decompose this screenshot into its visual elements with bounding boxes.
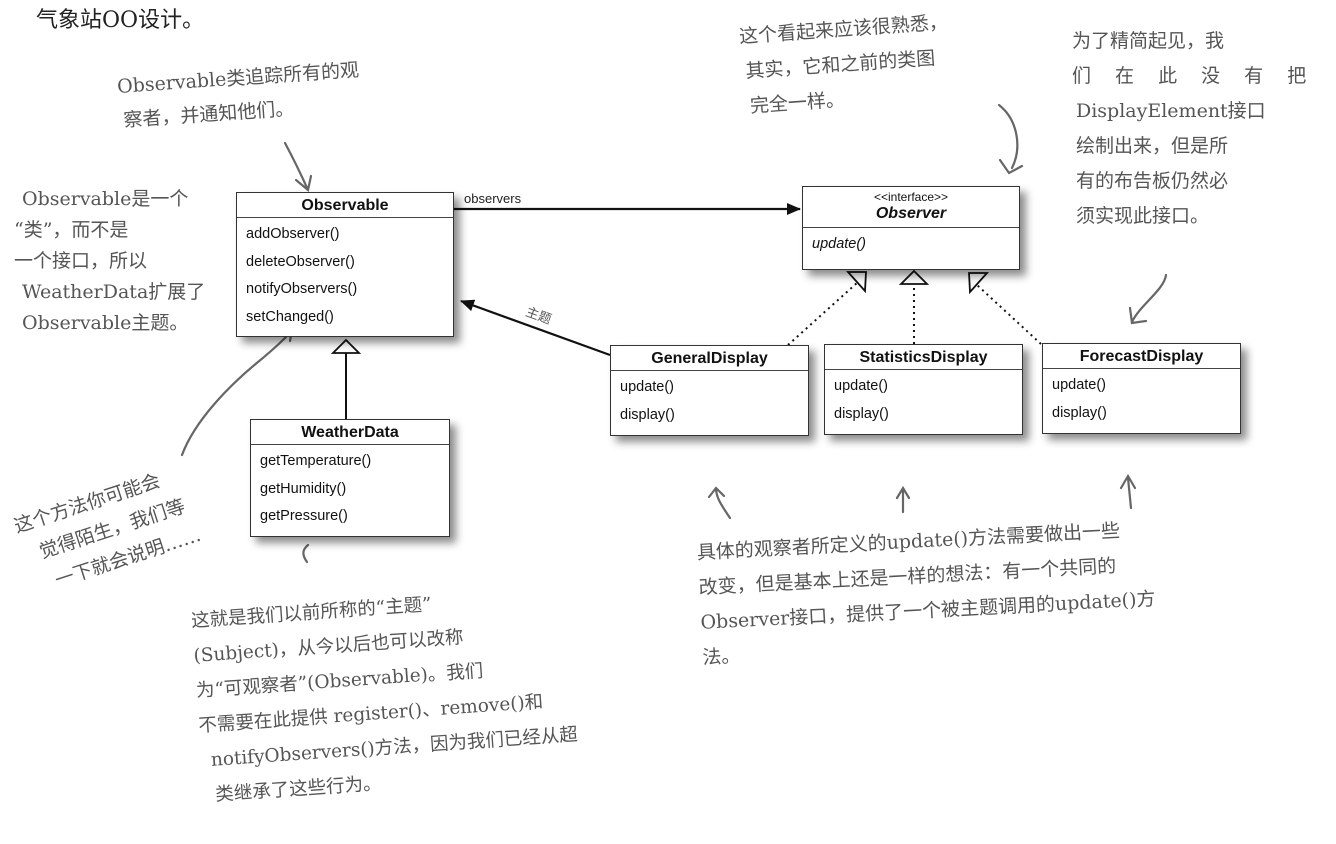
class-name: Observer — [875, 205, 947, 222]
method: notifyObservers() — [246, 281, 358, 297]
method: update() — [1052, 377, 1107, 393]
class-name: StatisticsDisplay — [825, 345, 1022, 370]
annotation-arrow-displayelement — [1128, 273, 1168, 325]
method-list: update() display() — [1043, 369, 1240, 433]
note-observable-is-class: Observable是一个 “类”，而不是 一个接口，所以 WeatherDat… — [14, 184, 205, 339]
class-name: GeneralDisplay — [611, 346, 808, 371]
annotation-arrow-forecast — [1119, 473, 1137, 510]
note-line: 须实现此接口。 — [1076, 205, 1210, 227]
realization-line-general — [787, 281, 859, 346]
annotation-arrow-weatherdata — [302, 543, 310, 564]
class-weatherdata: WeatherData getTemperature() getHumidity… — [250, 419, 450, 537]
class-name: Observable — [237, 193, 453, 218]
class-generaldisplay: GeneralDisplay update() display() — [610, 345, 809, 436]
method: getHumidity() — [260, 480, 347, 497]
method: display() — [620, 406, 675, 423]
note-line: Observable是一个 — [22, 188, 189, 210]
method: display() — [834, 405, 889, 422]
inheritance-triangle-observable — [330, 338, 362, 354]
realization-triangle-statistics — [898, 269, 930, 285]
method: setChanged() — [246, 308, 334, 325]
method: update() — [834, 378, 889, 394]
class-statisticsdisplay: StatisticsDisplay update() display() — [824, 344, 1023, 435]
annotation-arrow-statistics — [895, 485, 911, 514]
interface-header: <<interface>> Observer — [803, 187, 1019, 228]
note-line: WeatherData扩展了 — [22, 281, 206, 303]
method: deleteObserver() — [246, 253, 355, 270]
note-looks-familiar: 这个看起来应该很熟悉， 其实，它和之前的类图 完全一样。 — [738, 5, 954, 124]
method: update() — [812, 236, 867, 252]
realization-triangle-forecast — [968, 272, 990, 295]
page-title: 气象站OO设计。 — [36, 8, 205, 33]
subject-association-line — [460, 299, 611, 357]
class-forecastdisplay: ForecastDisplay update() display() — [1042, 343, 1241, 434]
method: getTemperature() — [260, 453, 372, 469]
note-subject-renamed: 这就是我们以前所称的“主题” (Subject)，从今以后也可以改称 为“可观察… — [190, 578, 581, 814]
method: update() — [620, 379, 675, 395]
method-list: addObserver() deleteObserver() notifyObs… — [237, 218, 453, 336]
note-line: 绘制出来，但是所 — [1076, 135, 1229, 157]
note-line: DisplayElement接口 — [1076, 100, 1266, 122]
annotation-arrow-observable-tracks — [283, 141, 313, 193]
method: getPressure() — [260, 508, 348, 524]
annotation-arrow-general — [707, 486, 732, 520]
note-line: 为了精简起见，我 — [1072, 30, 1225, 52]
note-line: 有的布告板仍然必 — [1076, 170, 1229, 192]
method-list: update() — [803, 228, 1019, 269]
note-line: Observable主题。 — [22, 312, 189, 334]
note-line: “类”，而不是 — [14, 219, 129, 241]
note-line: 们 在 此 没 有 把 — [1072, 65, 1316, 87]
class-name: ForecastDisplay — [1043, 344, 1240, 369]
note-update-changes: 具体的观察者所定义的update()方法需要做出一些 改变，但是基本上还是一样的… — [696, 512, 1158, 676]
note-line: 一个接口，所以 — [14, 250, 148, 272]
class-observable: Observable addObserver() deleteObserver(… — [236, 192, 454, 337]
annotation-arrow-observer — [997, 103, 1024, 175]
interface-observer: <<interface>> Observer update() — [802, 186, 1020, 270]
method-list: update() display() — [825, 370, 1022, 434]
class-name: WeatherData — [251, 420, 449, 445]
realization-line-forecast — [976, 284, 1042, 345]
observers-label: observers — [464, 191, 522, 206]
note-display-element: 为了精简起见，我 们 在 此 没 有 把 DisplayElement接口 绘制… — [1072, 24, 1315, 234]
method-list: getTemperature() getHumidity() getPressu… — [251, 445, 449, 536]
realization-triangle-general — [845, 271, 867, 294]
method: display() — [1052, 404, 1107, 421]
stereotype: <<interface>> — [873, 190, 949, 204]
method-list: update() display() — [611, 371, 808, 435]
method: addObserver() — [246, 226, 340, 242]
